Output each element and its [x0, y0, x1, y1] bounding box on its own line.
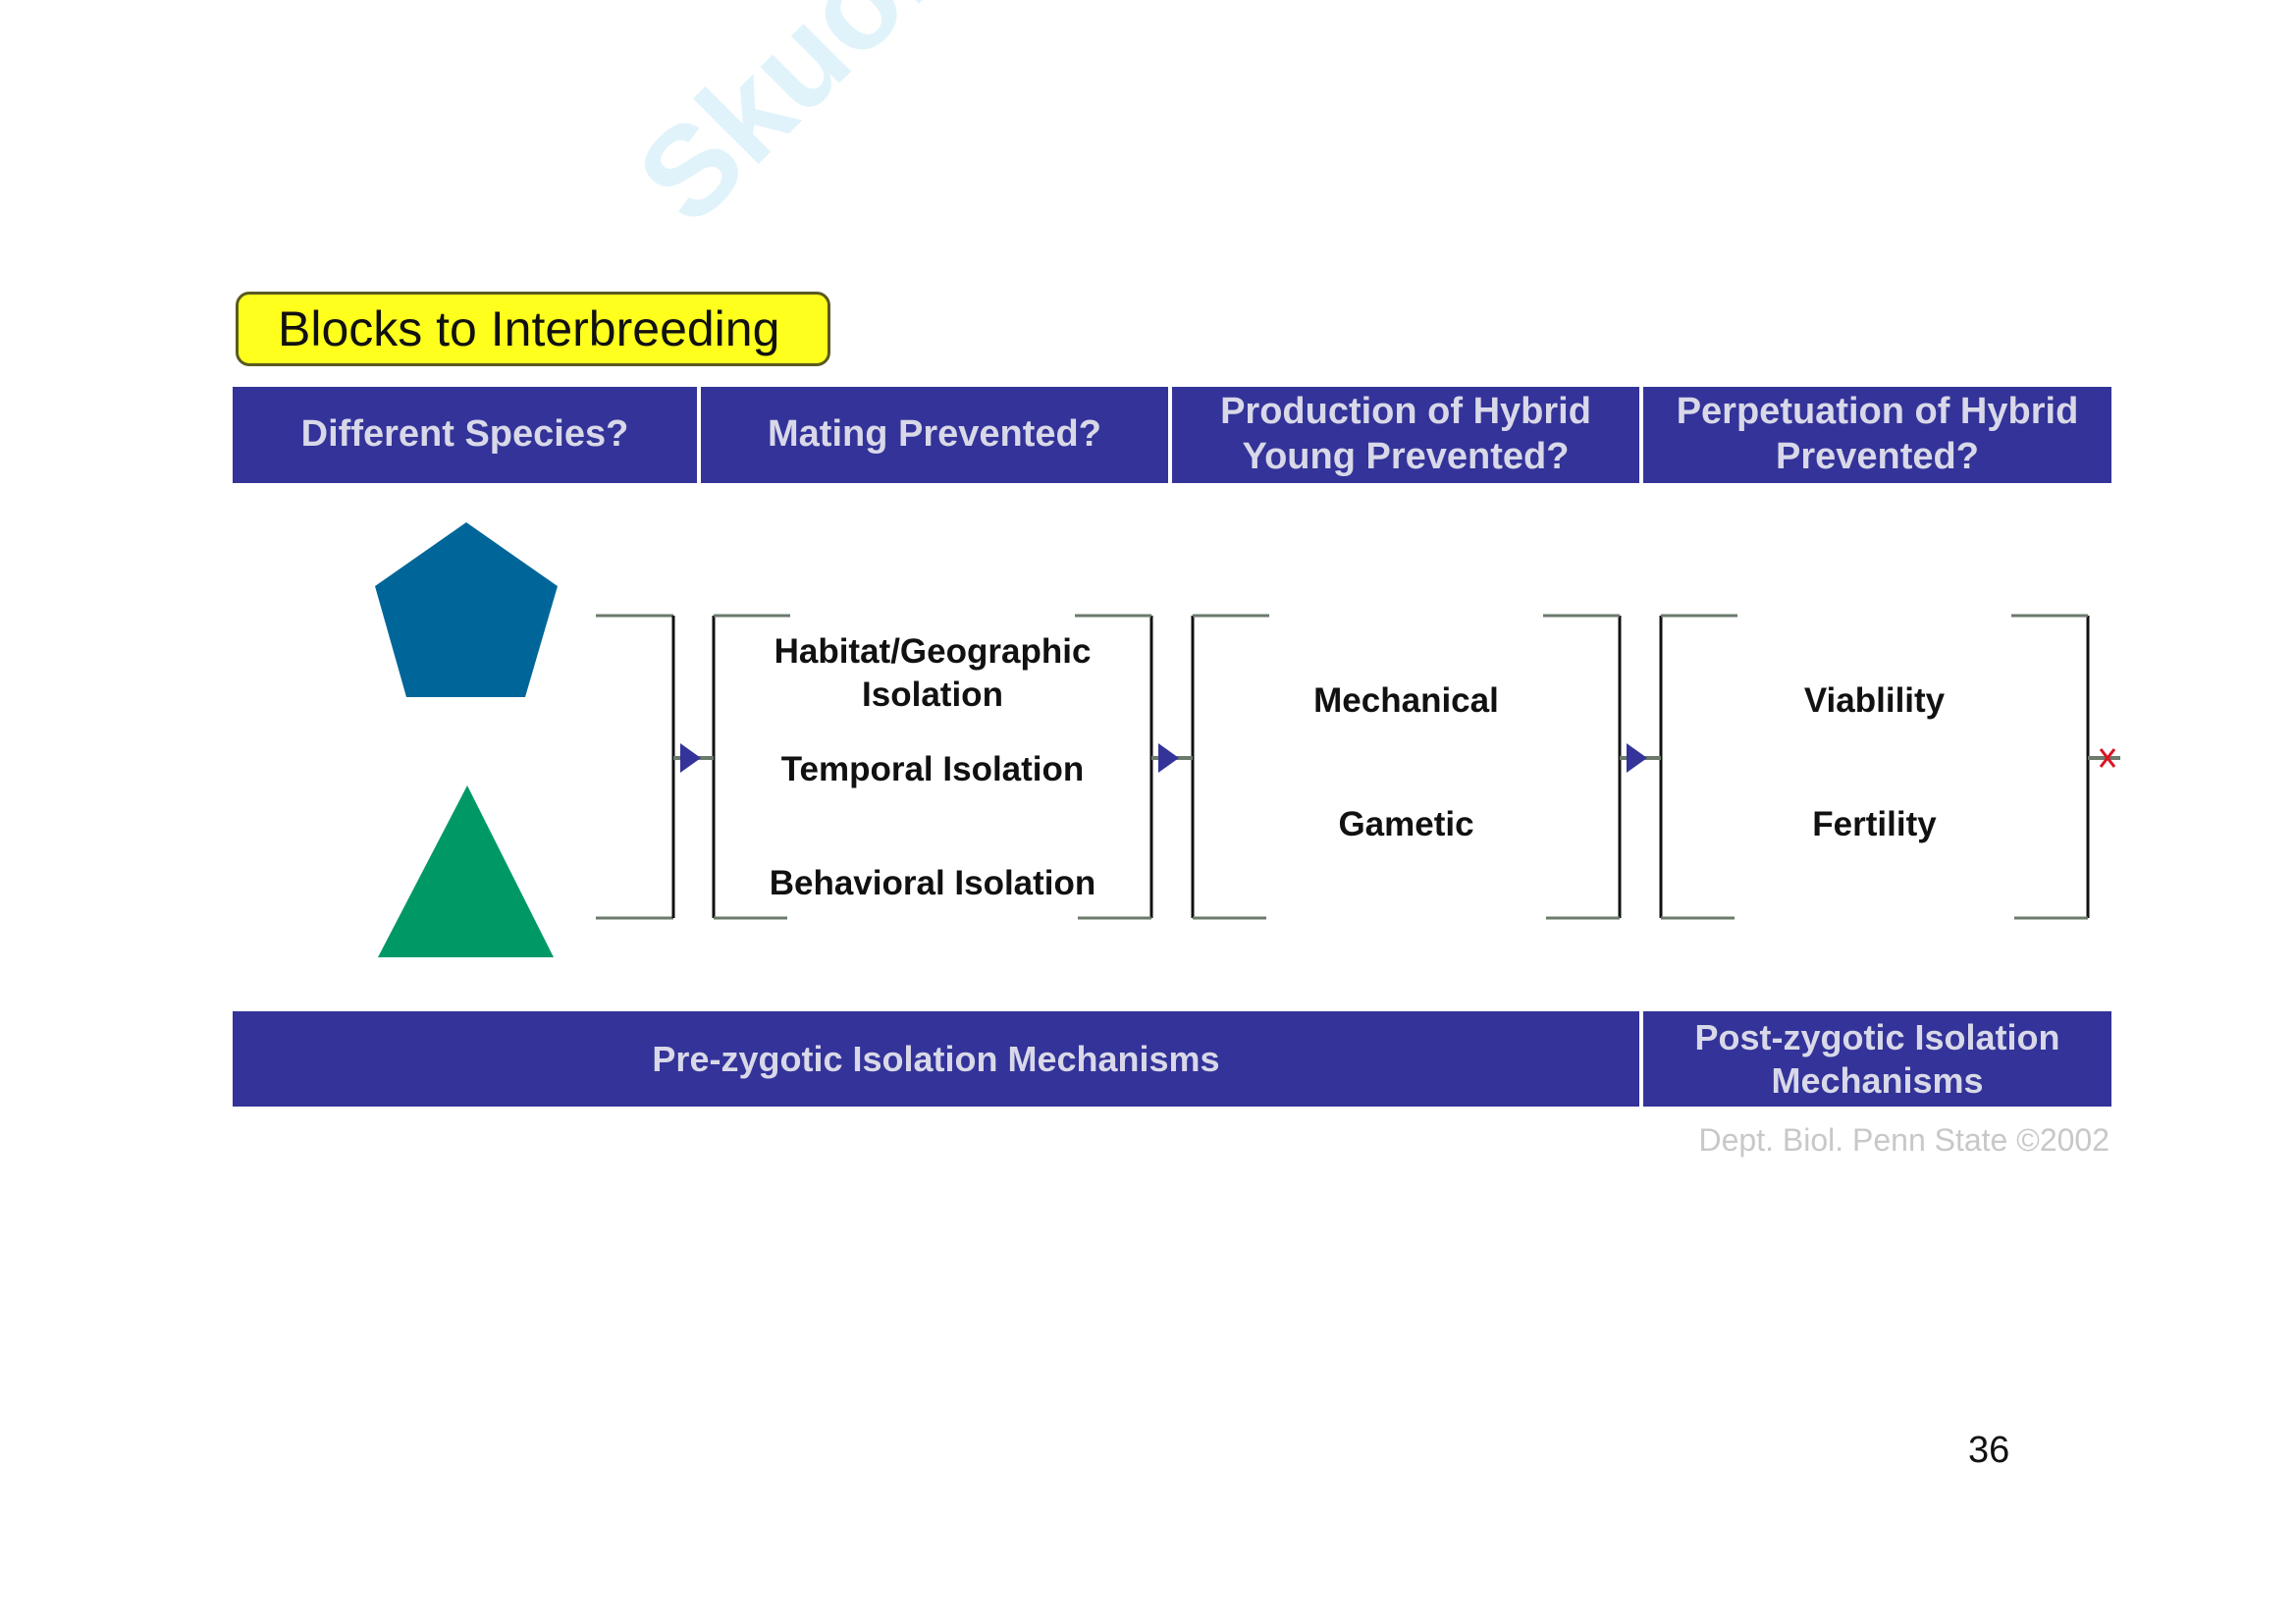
bracket-box-mating: [712, 614, 1153, 920]
hybrid-item-mechanical: Mechanical: [1313, 681, 1499, 720]
credit-text: Dept. Biol. Penn State ©2002: [1698, 1122, 2109, 1158]
page-number: 36: [1968, 1430, 2010, 1471]
header-different-species: Different Species?: [233, 387, 697, 483]
slide-title-text: Blocks to Interbreeding: [278, 301, 780, 356]
hybrid-item-gametic: Gametic: [1338, 805, 1474, 843]
band-pre-zygotic: Pre-zygotic Isolation Mechanisms: [233, 1011, 1639, 1107]
perpetuation-item-viability: Viablility: [1803, 681, 1946, 720]
pentagon-species-icon: [375, 522, 558, 697]
mating-item-habitat: Habitat/Geographic Isolation: [774, 632, 1092, 714]
arrow-to-hybrid-icon: [1151, 743, 1193, 773]
triangle-species-icon: [378, 785, 554, 957]
blocked-x-icon: [2088, 748, 2120, 768]
arrow-to-mating-icon: [673, 743, 714, 773]
perpetuation-item-fertility: Fertility: [1812, 805, 1937, 843]
bracket-box-hybrid: [1191, 614, 1622, 920]
bracket-species: [596, 614, 675, 920]
slide-title: Blocks to Interbreeding: [236, 292, 830, 366]
band-post-zygotic: Post-zygotic Isolation Mechanisms: [1643, 1011, 2111, 1107]
mating-item-behavioral: Behavioral Isolation: [769, 864, 1096, 902]
header-hybrid-young-prevented: Production of Hybrid Young Prevented?: [1172, 387, 1639, 483]
bracket-box-perpetuation: [1659, 614, 2090, 920]
header-mating-prevented: Mating Prevented?: [701, 387, 1168, 483]
arrow-to-perpetuation-icon: [1620, 743, 1661, 773]
header-hybrid-perpetuation-prevented: Perpetuation of Hybrid Prevented?: [1643, 387, 2111, 483]
mating-item-temporal: Temporal Isolation: [780, 750, 1085, 788]
